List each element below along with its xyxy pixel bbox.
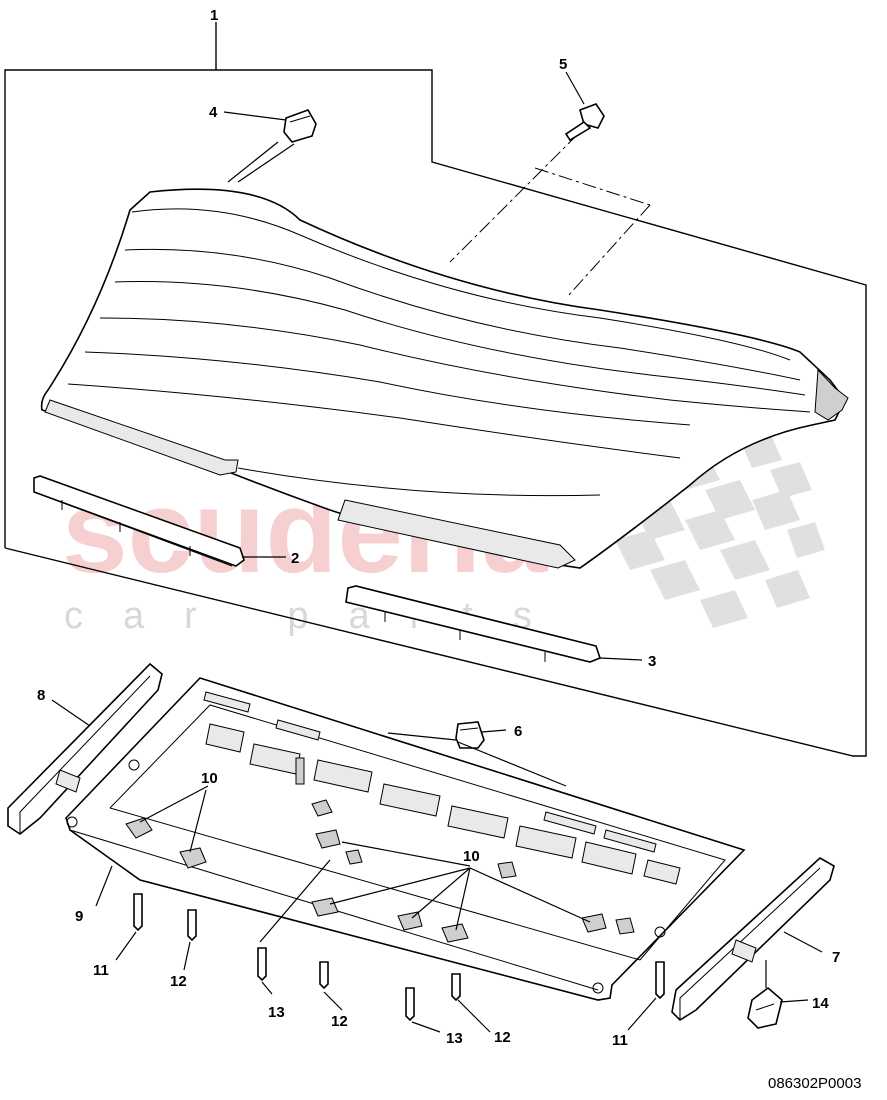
trunk-lid-trim-panel — [40, 188, 849, 569]
callout-7: 7 — [832, 949, 840, 966]
clip-part-4 — [283, 109, 317, 143]
callout-10-center: 10 — [463, 848, 480, 865]
clip-part-14 — [747, 986, 783, 1029]
callout-10-left: 10 — [201, 770, 218, 787]
screw-guide-lines — [449, 133, 651, 297]
callout-11-right: 11 — [612, 1032, 628, 1049]
screw-part-5 — [564, 103, 605, 142]
callout-13-right: 13 — [446, 1030, 463, 1047]
callouts: 1 2 3 4 5 6 7 8 9 10 10 11 11 12 12 12 1… — [37, 7, 840, 1049]
callout-3: 3 — [648, 653, 656, 670]
callout-1: 1 — [210, 7, 218, 24]
leader-lines — [51, 71, 823, 1033]
clip-nuts — [125, 817, 607, 943]
callout-13-left: 13 — [268, 1004, 285, 1021]
callout-12-right: 12 — [494, 1029, 511, 1046]
callout-4: 4 — [209, 104, 218, 121]
callout-8: 8 — [37, 687, 45, 704]
trim-strip-left — [33, 475, 245, 567]
callout-5: 5 — [559, 56, 567, 73]
document-number: 086302P0003 — [768, 1075, 861, 1092]
checkered-flag — [600, 432, 825, 628]
callout-9: 9 — [75, 908, 83, 925]
assembly-bracket — [4, 22, 867, 757]
callout-6: 6 — [514, 723, 522, 740]
bracket-right — [671, 857, 835, 1022]
callout-12-center: 12 — [331, 1013, 348, 1030]
clip-part-6 — [455, 721, 485, 749]
bracket-left — [7, 662, 163, 835]
lower-base-panel — [65, 677, 746, 1001]
callout-12-left: 12 — [170, 973, 187, 990]
screws — [133, 893, 665, 1022]
callout-14: 14 — [812, 995, 829, 1012]
callout-2: 2 — [291, 550, 299, 567]
callout-11-left: 11 — [93, 962, 109, 979]
